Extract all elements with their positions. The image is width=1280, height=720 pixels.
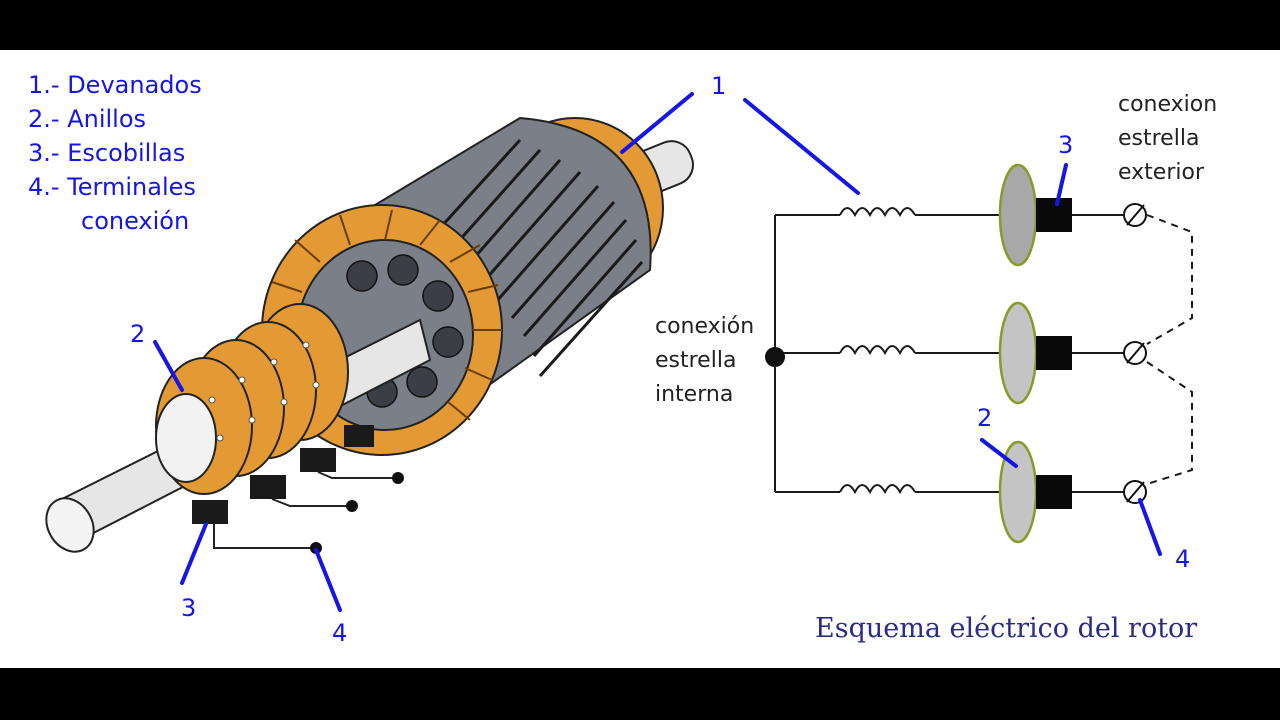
callout-rotor-3: 3 (181, 594, 197, 622)
legend-item: 2.- Anillos (28, 105, 147, 133)
slip-rings (155, 303, 349, 495)
callout-schema-4: 4 (1175, 545, 1191, 573)
legend-item: 3.- Escobillas (28, 139, 186, 167)
schematic-rings (998, 163, 1038, 544)
external-star (1146, 214, 1193, 345)
terminal-dots (310, 472, 404, 554)
callout-1: 1 (711, 72, 727, 100)
terminal-symbols (1123, 203, 1147, 504)
legend-item-continuation: conexión (81, 207, 190, 235)
callout-schema-3: 3 (1058, 131, 1074, 159)
external-star-label: conexion estrella exterior (1118, 92, 1218, 185)
callout-rotor-4: 4 (332, 619, 348, 647)
coil-1 (839, 207, 916, 218)
legend-item: 1.- Devanados (28, 71, 202, 99)
legend: 1.- Devanados 2.- Anillos 3.- Escobillas… (28, 68, 202, 238)
shaft-end (45, 497, 95, 553)
diagram-caption: Esquema eléctrico del rotor (815, 613, 1198, 644)
coil-2 (839, 345, 916, 356)
callout-lines (153, 92, 1162, 612)
rotor-illustration (45, 116, 695, 554)
terminal-leads (213, 471, 398, 549)
star-point (765, 347, 785, 367)
ring-2 (998, 301, 1038, 405)
callout-schema-2: 2 (977, 404, 993, 432)
schematic-brushes (1036, 198, 1072, 509)
winding-spokes (271, 209, 502, 421)
core-holes (346, 254, 464, 408)
ring-1 (998, 163, 1038, 267)
ring-rivets (208, 341, 320, 442)
coil-3 (839, 484, 916, 495)
internal-star-label: conexión estrella interna (655, 314, 755, 407)
legend-item: 4.- Terminales (28, 173, 196, 201)
brushes (192, 425, 374, 524)
callout-rotor-2: 2 (130, 320, 146, 348)
